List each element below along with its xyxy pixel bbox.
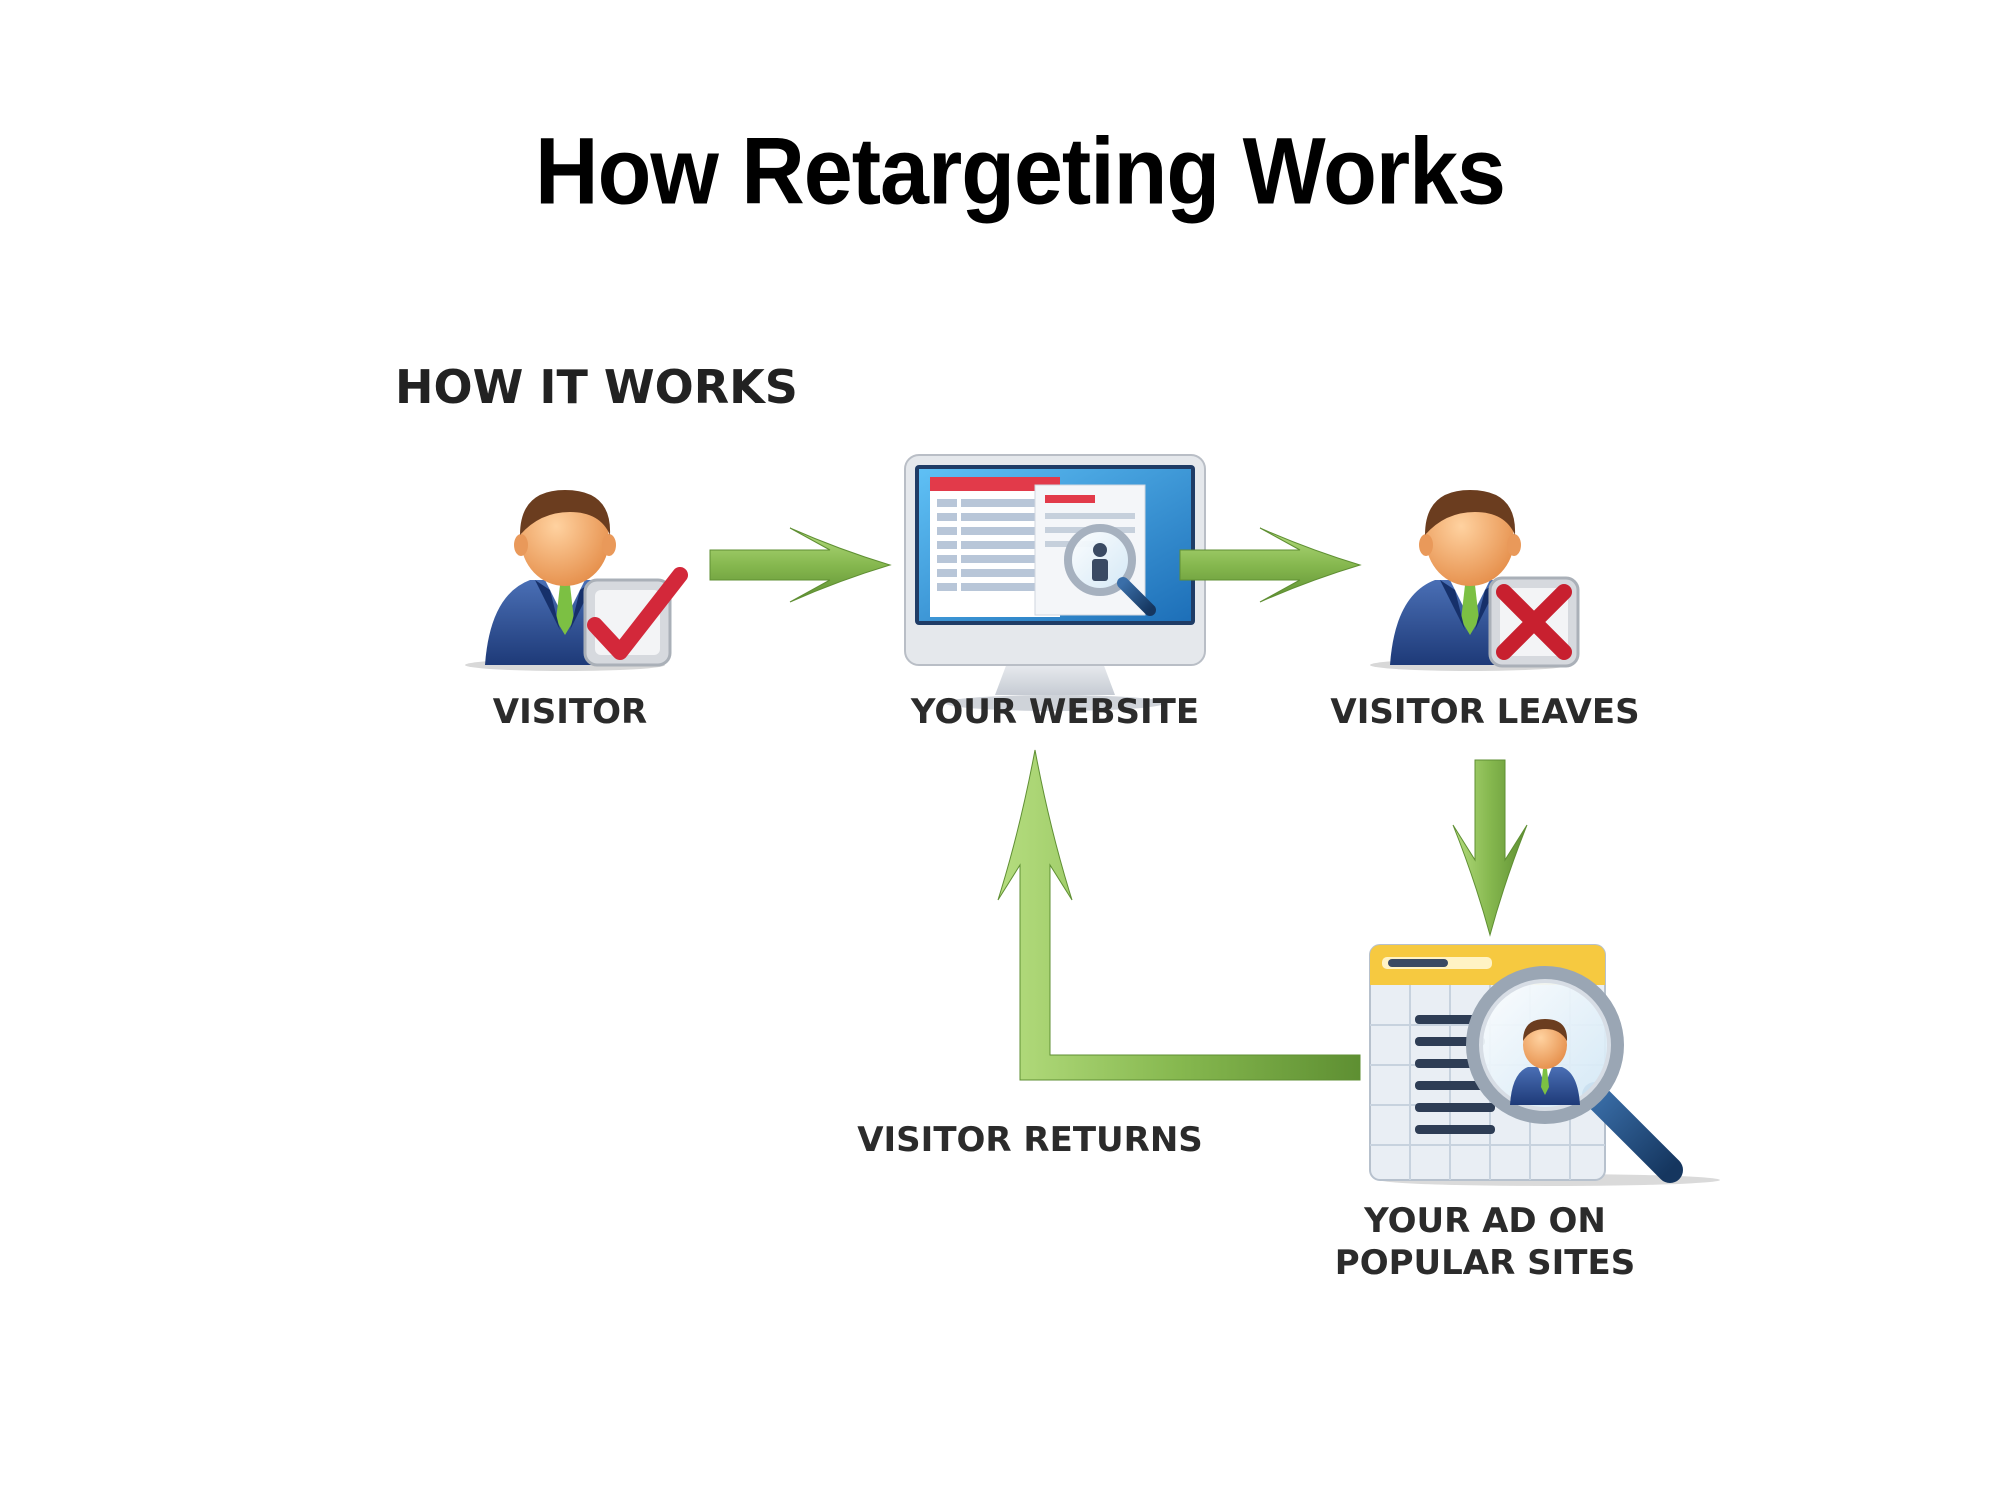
arrow-leaves-to-ad [1452, 759, 1528, 937]
label-ad-line-2: POPULAR SITES [1334, 1243, 1636, 1283]
label-visitor-leaves: VISITOR LEAVES [1330, 692, 1640, 732]
arrow-visitor-to-website [709, 527, 892, 603]
cross-icon [1488, 576, 1580, 668]
section-heading: HOW IT WORKS [395, 360, 798, 414]
ad-on-popular-sites-icon [1369, 944, 1720, 1186]
label-your-ad-on-popular-sites: YOUR AD ON POPULAR SITES [1310, 1200, 1660, 1284]
website-monitor-icon [904, 454, 1206, 711]
label-visitor-returns: VISITOR RETURNS [857, 1120, 1203, 1160]
page-title: How Retargeting Works [535, 117, 1506, 224]
arrow-website-to-leaves [1179, 527, 1362, 603]
arrow-ad-to-website-return [997, 749, 1361, 1081]
label-your-website: YOUR WEBSITE [910, 692, 1200, 732]
label-visitor: VISITOR [492, 692, 648, 732]
check-icon [583, 567, 688, 667]
label-ad-line-1: YOUR AD ON [1364, 1201, 1606, 1241]
